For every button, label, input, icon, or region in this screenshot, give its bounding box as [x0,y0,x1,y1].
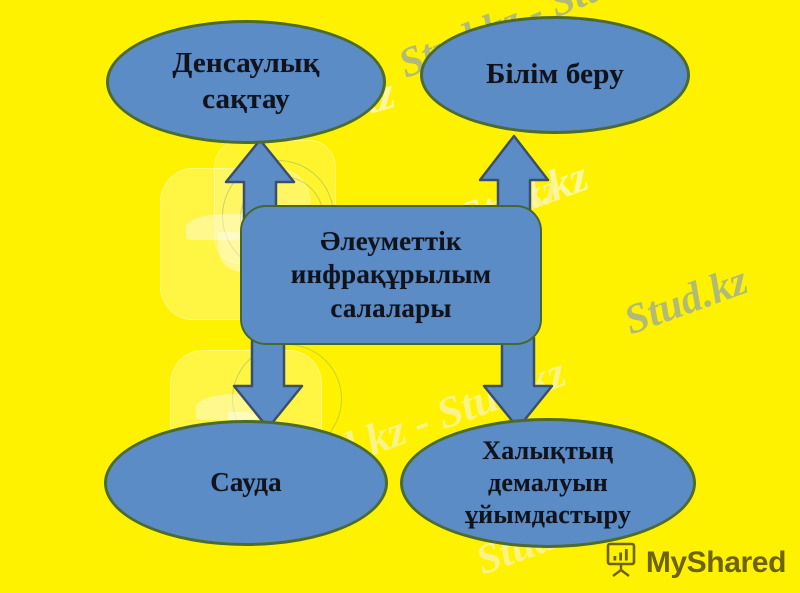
node-education-label: Білім беру [486,58,624,91]
arrow-down-to-leisure [482,336,554,430]
myshared-logo-text: MyShared [645,545,787,579]
node-trade[interactable]: Сауда [104,420,388,546]
presentation-easel-chart-icon [604,542,638,583]
node-education[interactable]: Білім беру [420,16,690,134]
arrow-down-to-trade [232,336,304,430]
node-trade-label: Сауда [210,467,282,498]
myshared-logo[interactable]: MyShared [604,542,786,583]
watermark-text: Stud.kz [618,257,754,345]
